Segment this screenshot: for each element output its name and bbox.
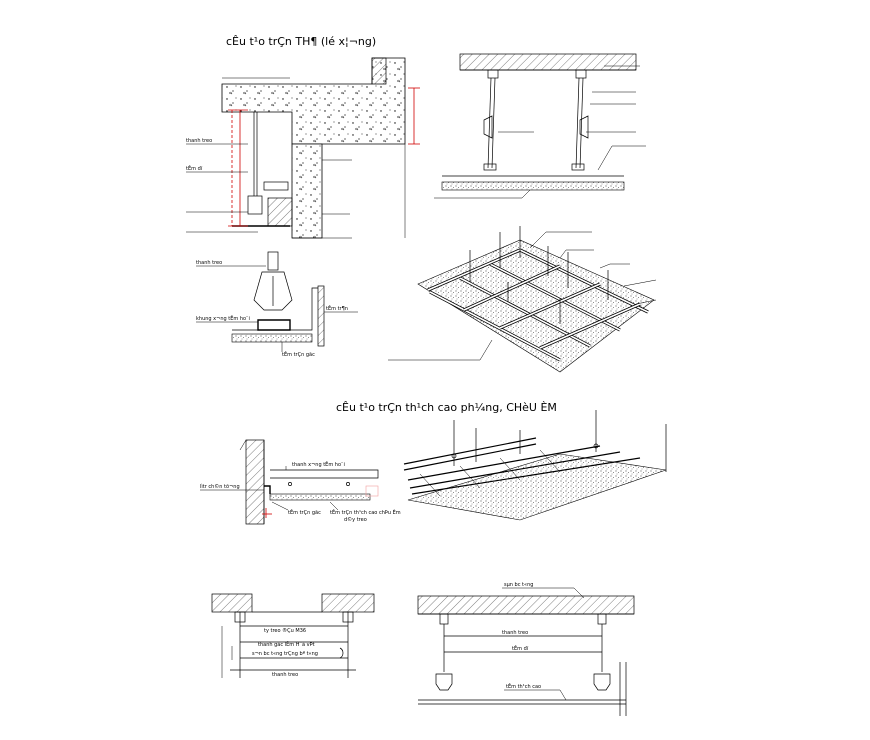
label-tam-thach-cao: tÊm trÇn th¹ch cao chÞu Èm: [330, 508, 401, 516]
plaster-hangers: [451, 410, 599, 466]
detail-bottom-right: sµn bc t«ng thanh treo tÊm dï tÊm th¹ch …: [417, 582, 635, 716]
detail-section-slab: thanh treo tÊm dï: [186, 57, 420, 239]
label-tam-tran: tÊm tr¶n: [326, 304, 348, 312]
detail-bottom-left: ty treo ®Çu M36 thanh gãc lÊm H¨ã vÞt s¬…: [211, 593, 375, 678]
br-hanger-right: [593, 613, 611, 691]
label-bl-4: thanh treo: [272, 672, 298, 678]
detail-clip: thanh treo khung x¬ng tÊm ho¨i tÊm tr¶n …: [196, 251, 358, 358]
detail-hanger-elevation: [434, 53, 646, 199]
label-br-2: thanh treo: [502, 630, 528, 636]
plaster-runners: [403, 437, 641, 497]
label-tam-tran-2: tÊm trÇn gãc: [282, 350, 315, 358]
label-tam-goc: tÊm trÇn gãc: [288, 508, 321, 516]
grid-runners: [427, 248, 649, 362]
label-ty-ren: tÊm dï: [186, 164, 203, 172]
br-hanger-left: [435, 613, 453, 691]
label-br-4: tÊm th¹ch cao: [506, 682, 541, 690]
label-khung-tuong: thanh x¬ng tÊm ho¨i: [292, 460, 345, 468]
label-bl-3: s¬n bc t«ng trÇng bª t«ng: [252, 651, 318, 657]
hanger-left: [483, 69, 499, 171]
grid-hangers: [469, 226, 609, 324]
detail-isometric-grid: [388, 226, 657, 373]
label-bl-1: ty treo ®Çu M36: [264, 627, 306, 634]
label-thanh-treo-1: thanh treo: [186, 138, 212, 144]
title-top: cÊu t¹o trÇn TH¶ (lé x¦¬ng): [226, 35, 376, 48]
label-thanh-treo-2: thanh treo: [196, 260, 222, 266]
title-middle: cÊu t¹o trÇn th¹ch cao ph¼ng, CHèU ÈM: [336, 401, 557, 414]
label-thanh-vien: khung x¬ng tÊm ho¨i: [196, 314, 250, 322]
label-br-3: tÊm dï: [512, 644, 529, 652]
detail-flat-plaster: [403, 410, 667, 521]
hanger-right: [571, 69, 589, 171]
label-day-tran: d©y treo: [344, 516, 367, 523]
detail-wall-angle: thanh x¬ng tÊm ho¨i lìtr ch©n tõ¬ng tÊm …: [200, 439, 401, 525]
label-bl-2: thanh gãc lÊm H¨ã vÞt: [258, 640, 315, 648]
label-vit-tuong: lìtr ch©n tõ¬ng: [200, 483, 240, 490]
label-br-1: sµn bc t«ng: [504, 582, 533, 588]
